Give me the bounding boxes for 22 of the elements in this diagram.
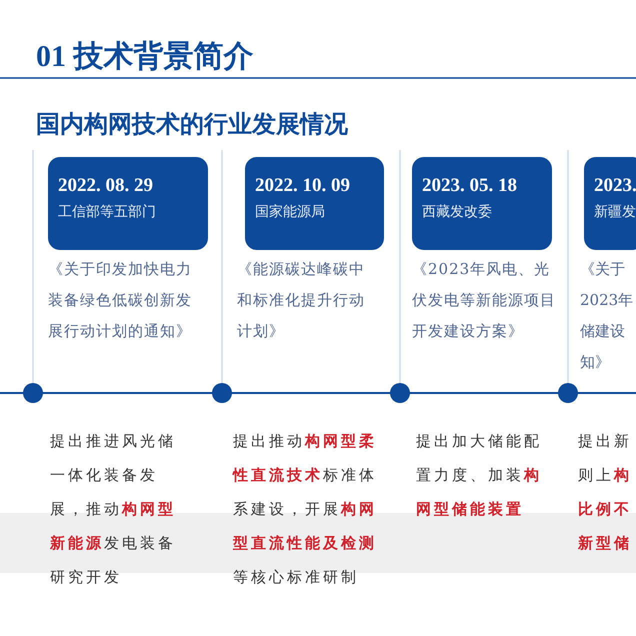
description-text: 提出新则上构比例不新型储 <box>578 431 633 554</box>
description-text: 提出推进风光储一体化装备发展，推动构网型新能源发电装备研究开发 <box>50 431 177 588</box>
section-heading: 国内构网技术的行业发展情况 <box>36 108 348 140</box>
slide-title: 01 技术背景简介 <box>36 39 254 75</box>
description-text: 提出加大储能配置力度、加装构网型储能装置 <box>416 431 543 520</box>
document-title: 《关于2023年储建设知》 <box>580 259 634 373</box>
date-card <box>412 157 552 250</box>
document-title: 《2023年风电、光伏发电等新能源项目开发建设方案》 <box>412 259 557 342</box>
date-text: 2022. 10. 09 <box>255 175 351 197</box>
issuer-text: 国家能源局 <box>255 203 326 221</box>
date-text: 2023. 05. 18 <box>422 175 518 197</box>
date-card <box>584 157 636 250</box>
date-card <box>245 157 384 250</box>
date-text: 2023. <box>594 175 634 197</box>
issuer-text: 新疆发 <box>594 203 634 221</box>
issuer-text: 工信部等五部门 <box>58 203 157 221</box>
document-title: 《能源碳达峰碳中和标准化提升行动计划》 <box>237 259 366 342</box>
description-text: 提出推动构网型柔性直流技术标准体系建设，开展构网型直流性能及检测等核心标准研制 <box>233 431 378 588</box>
issuer-text: 西藏发改委 <box>422 203 493 221</box>
date-card <box>48 157 208 250</box>
document-title: 《关于印发加快电力装备绿色低碳创新发展行动计划的通知》 <box>48 259 193 342</box>
date-text: 2022. 08. 29 <box>58 175 154 197</box>
